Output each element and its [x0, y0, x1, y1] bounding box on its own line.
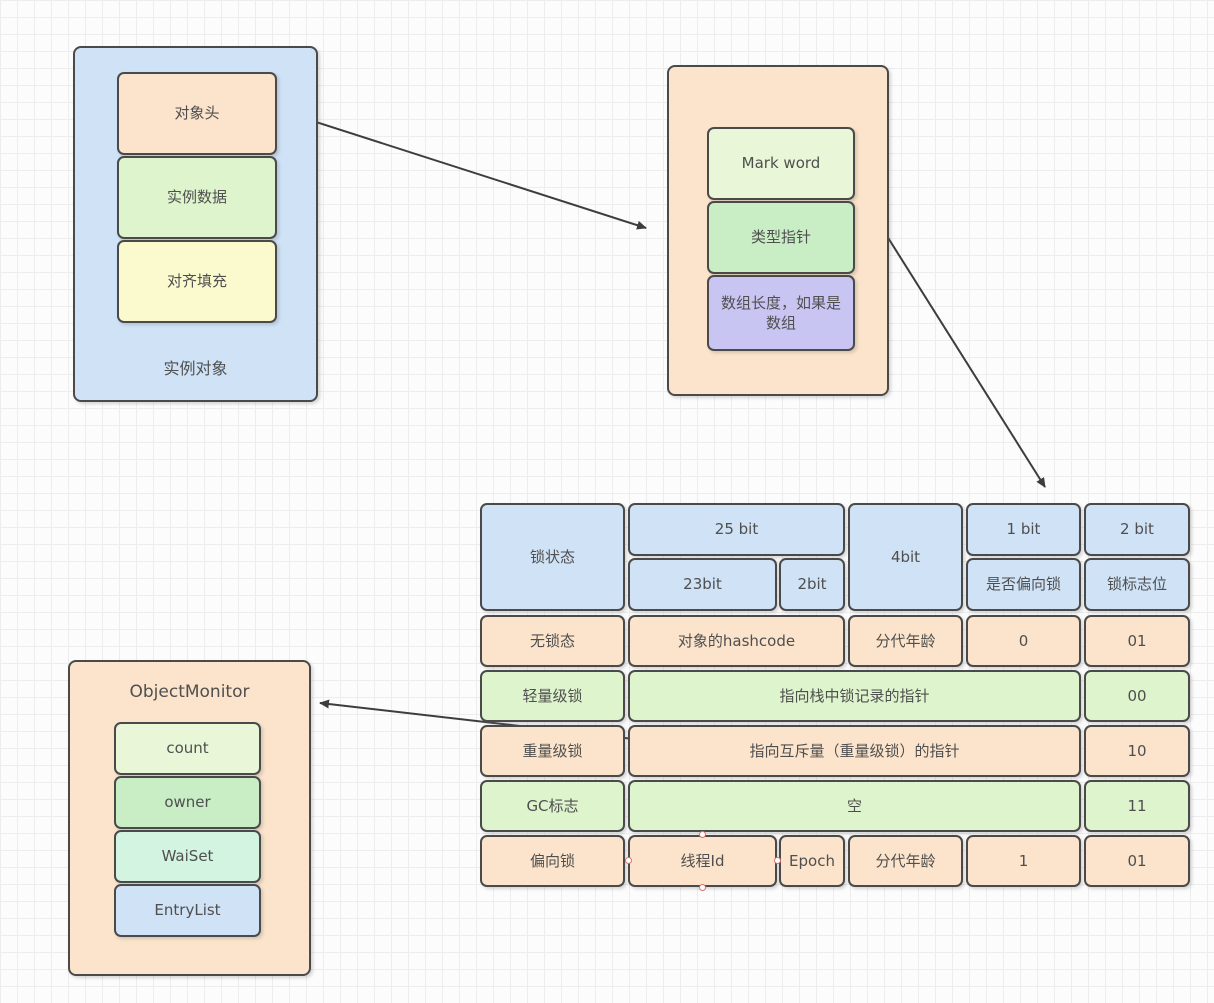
- row-nolock-age[interactable]: 分代年龄: [848, 615, 963, 667]
- row-lightlock-state[interactable]: 轻量级锁: [480, 670, 625, 722]
- monitor-entrylist-cell[interactable]: EntryList: [114, 884, 261, 937]
- row-nolock-biased[interactable]: 0: [966, 615, 1081, 667]
- row-biasedlock-age[interactable]: 分代年龄: [848, 835, 963, 887]
- selection-handle-left[interactable]: [625, 857, 632, 864]
- row-nolock-state[interactable]: 无锁态: [480, 615, 625, 667]
- header-25bit[interactable]: 25 bit: [628, 503, 845, 556]
- instance-object-label: 实例对象: [163, 359, 228, 378]
- row-biasedlock-threadid[interactable]: 线程Id: [628, 835, 777, 887]
- row-biasedlock-epoch[interactable]: Epoch: [779, 835, 845, 887]
- row-gcmark-flag[interactable]: 11: [1084, 780, 1190, 832]
- object-header-cell[interactable]: 对象头: [117, 72, 277, 155]
- header-23bit[interactable]: 23bit: [628, 558, 777, 611]
- header-is-biased[interactable]: 是否偏向锁: [966, 558, 1081, 611]
- row-heavylock-state[interactable]: 重量级锁: [480, 725, 625, 777]
- array-length-cell[interactable]: 数组长度，如果是数组: [707, 275, 855, 351]
- header-lock-flag[interactable]: 锁标志位: [1084, 558, 1190, 611]
- object-monitor-container[interactable]: ObjectMonitor count owner WaiSet EntryLi…: [68, 660, 311, 976]
- object-monitor-title: ObjectMonitor: [129, 682, 250, 702]
- instance-object-container[interactable]: 对象头 实例数据 对齐填充 实例对象: [73, 46, 318, 402]
- selection-handle-right[interactable]: [774, 857, 781, 864]
- row-heavylock-flag[interactable]: 10: [1084, 725, 1190, 777]
- align-padding-cell[interactable]: 对齐填充: [117, 240, 277, 323]
- type-pointer-cell[interactable]: 类型指针: [707, 201, 855, 274]
- monitor-count-cell[interactable]: count: [114, 722, 261, 775]
- header-lock-state[interactable]: 锁状态: [480, 503, 625, 611]
- object-header-container[interactable]: Mark word 类型指针 数组长度，如果是数组: [667, 65, 889, 396]
- monitor-waiset-cell[interactable]: WaiSet: [114, 830, 261, 883]
- mark-word-table: 锁状态 25 bit 23bit 2bit 4bit 1 bit 是否偏向锁 2…: [480, 503, 1190, 888]
- header-2bit-sub[interactable]: 2bit: [779, 558, 845, 611]
- row-nolock-hashcode[interactable]: 对象的hashcode: [628, 615, 845, 667]
- row-lightlock-flag[interactable]: 00: [1084, 670, 1190, 722]
- row-lightlock-content[interactable]: 指向栈中锁记录的指针: [628, 670, 1081, 722]
- header-4bit[interactable]: 4bit: [848, 503, 963, 611]
- instance-data-cell[interactable]: 实例数据: [117, 156, 277, 239]
- row-gcmark-content[interactable]: 空: [628, 780, 1081, 832]
- row-biasedlock-biased[interactable]: 1: [966, 835, 1081, 887]
- monitor-owner-cell[interactable]: owner: [114, 776, 261, 829]
- row-nolock-flag[interactable]: 01: [1084, 615, 1190, 667]
- mark-word-cell[interactable]: Mark word: [707, 127, 855, 200]
- row-biasedlock-state[interactable]: 偏向锁: [480, 835, 625, 887]
- row-biasedlock-flag[interactable]: 01: [1084, 835, 1190, 887]
- row-heavylock-content[interactable]: 指向互斥量（重量级锁）的指针: [628, 725, 1081, 777]
- header-1bit[interactable]: 1 bit: [966, 503, 1081, 556]
- header-2bit[interactable]: 2 bit: [1084, 503, 1190, 556]
- arrow-object-header-to-markword[interactable]: [287, 112, 647, 230]
- row-gcmark-state[interactable]: GC标志: [480, 780, 625, 832]
- selection-handle-bottom[interactable]: [699, 884, 706, 891]
- selection-handle-top[interactable]: [699, 831, 706, 838]
